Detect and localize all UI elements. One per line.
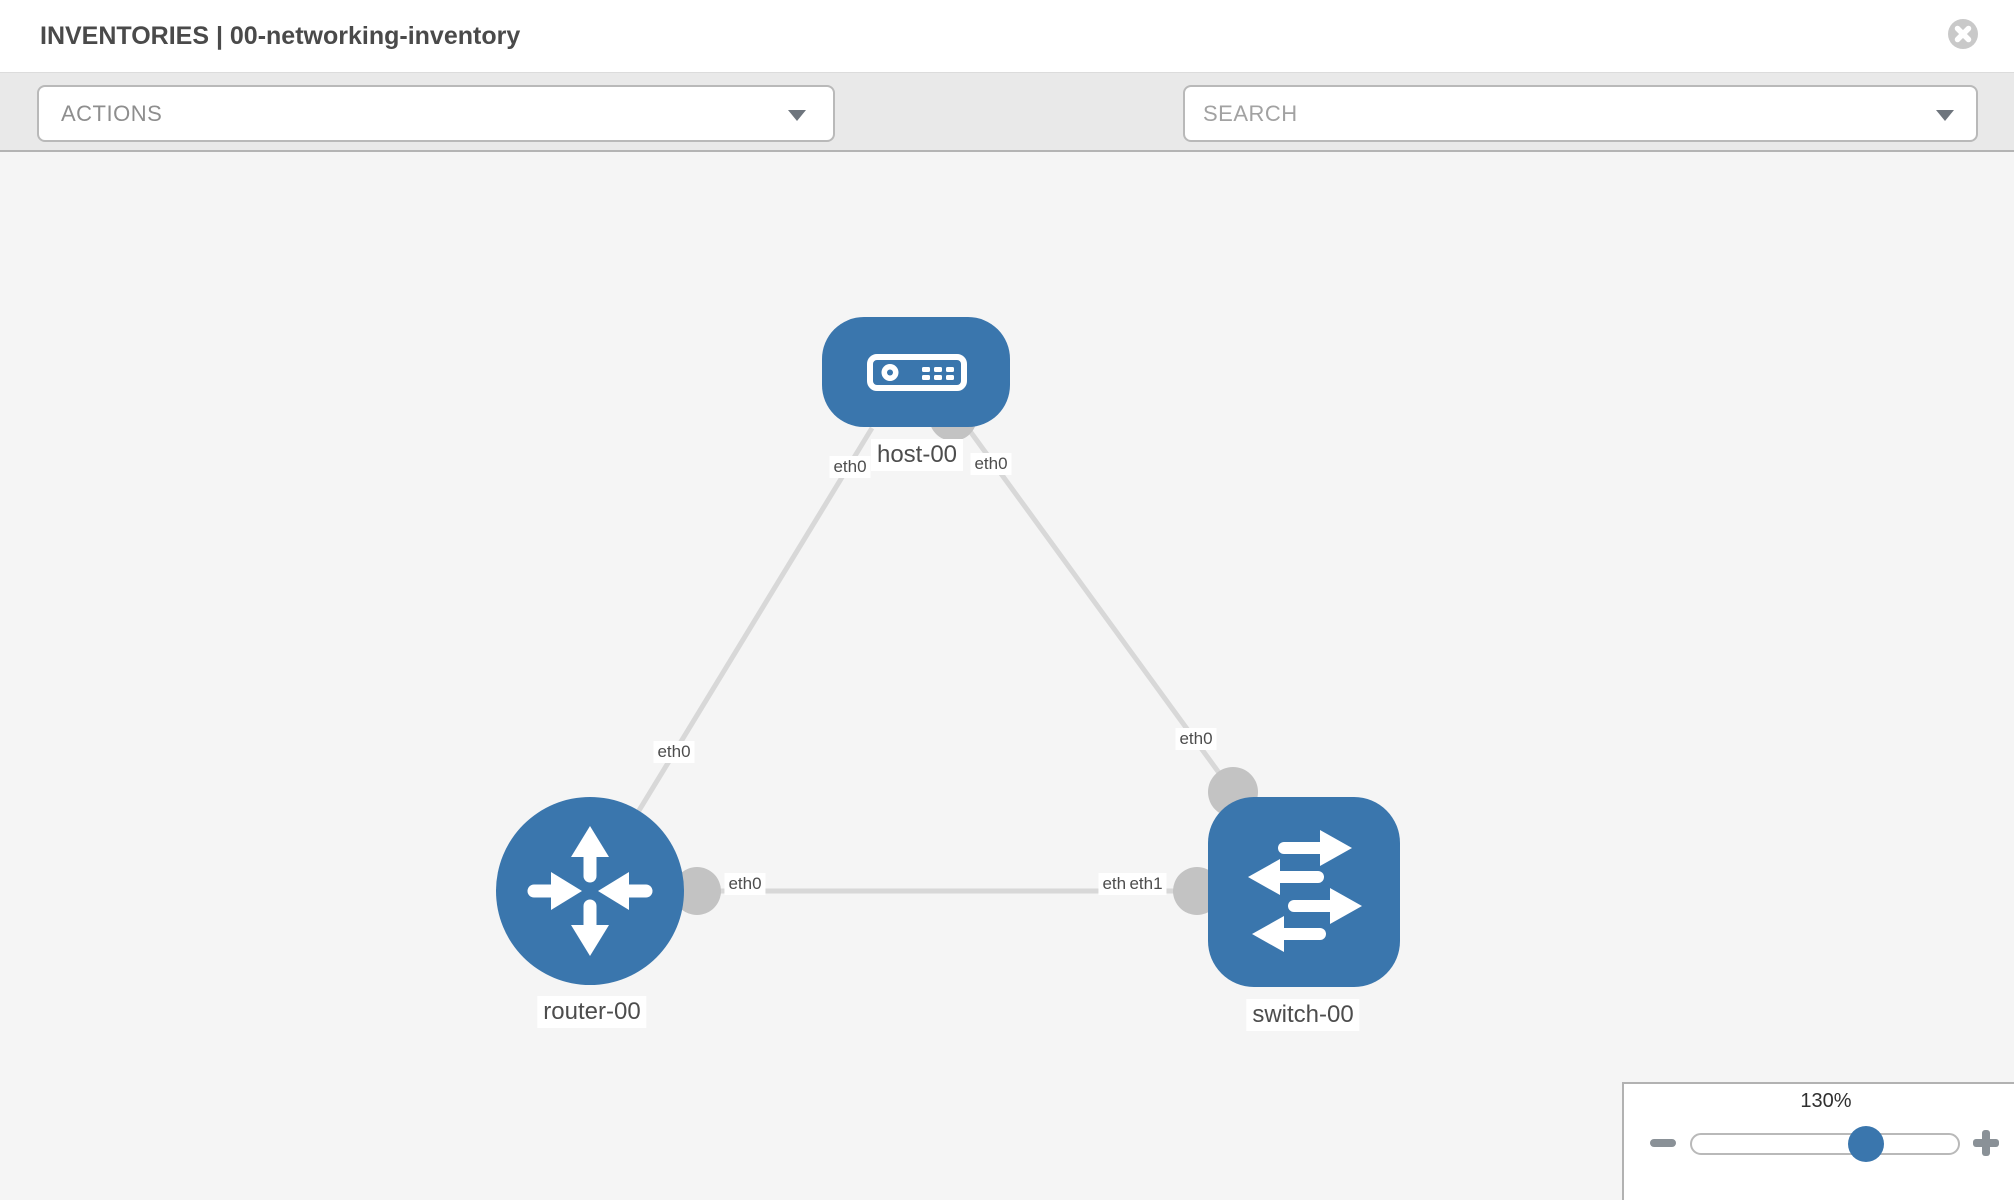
- close-button[interactable]: [1947, 18, 1979, 50]
- toolbar: ACTIONS: [0, 73, 2014, 201]
- interface-label-router-link-eth0: eth0: [653, 741, 695, 763]
- interface-label-host-eth0-left: eth0: [829, 456, 871, 478]
- search-dropdown[interactable]: [1183, 85, 1978, 142]
- router-node[interactable]: [496, 797, 684, 985]
- interface-ports: [673, 393, 1258, 915]
- chevron-down-icon: [1936, 110, 1954, 121]
- switch-node-label: switch-00: [1246, 999, 1360, 1031]
- switch-node[interactable]: [1208, 797, 1400, 987]
- interface-label-host-eth0-right: eth0: [970, 453, 1012, 475]
- search-input[interactable]: [1185, 87, 1976, 140]
- port-router-eth0: [673, 867, 721, 915]
- host-node-label: host-00: [870, 439, 964, 471]
- zoom-slider-track[interactable]: [1690, 1133, 1960, 1155]
- header: INVENTORIES | 00-networking-inventory: [0, 0, 2014, 73]
- topology-canvas[interactable]: host-00 router-00 switch-00 eth0 eth0 et…: [0, 152, 2014, 1200]
- interface-label-router-port-eth0: eth0: [724, 873, 766, 895]
- zoom-level: 130%: [1800, 1090, 1852, 1112]
- link-lines: [587, 425, 1236, 894]
- zoom-out-button[interactable]: [1650, 1139, 1676, 1147]
- zoom-in-button[interactable]: [1971, 1128, 2001, 1158]
- actions-dropdown-label: ACTIONS: [61, 101, 163, 126]
- switch-icon: [1248, 830, 1362, 952]
- router-icon: [527, 826, 653, 956]
- host-icon: [867, 354, 967, 391]
- chevron-down-icon: [788, 110, 806, 121]
- zoom-panel: 130%: [1622, 1082, 2014, 1200]
- interface-label-switch-port-eth1: eth1: [1125, 873, 1167, 895]
- page-title: INVENTORIES | 00-networking-inventory: [40, 22, 521, 50]
- zoom-slider-knob[interactable]: [1848, 1126, 1884, 1162]
- host-node[interactable]: [822, 317, 1010, 427]
- close-icon: [1948, 19, 1978, 49]
- actions-dropdown[interactable]: ACTIONS: [37, 85, 835, 142]
- router-node-label: router-00: [537, 996, 647, 1028]
- interface-label-switch-link-eth0: eth0: [1175, 728, 1217, 750]
